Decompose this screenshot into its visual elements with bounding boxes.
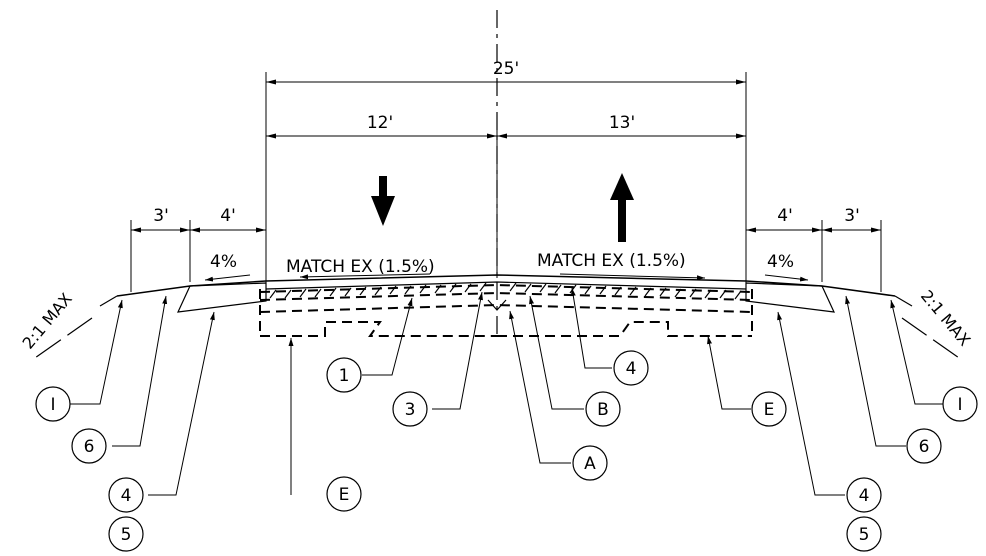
callout-1: 1 <box>326 357 362 393</box>
dim-right-lane-label: 13' <box>609 113 635 133</box>
left-slope-dash <box>31 317 93 361</box>
callout-A-text: A <box>584 454 596 474</box>
right-shoulder-slope-label: 4% <box>767 252 794 272</box>
pavement-structure <box>259 283 753 337</box>
callout-I-left: I <box>35 386 71 422</box>
dim-left-shoulder-label: 4' <box>220 206 236 226</box>
dim-left-lane-label: 12' <box>367 113 393 133</box>
callout-4-right: 4 <box>846 477 882 513</box>
pavement-hatch <box>269 282 742 300</box>
callout-B-text: B <box>597 400 609 420</box>
right-lane-slope-label: MATCH EX (1.5%) <box>537 251 686 271</box>
leader-lines <box>70 287 943 496</box>
callout-5-right: 5 <box>846 516 882 552</box>
left-lane-slope-label: MATCH EX (1.5%) <box>286 257 435 277</box>
callout-4-mid-text: 4 <box>626 359 637 379</box>
callout-5-right-text: 5 <box>859 525 870 545</box>
callout-E-right: E <box>751 391 787 427</box>
direction-down-arrow <box>371 176 395 226</box>
right-lane-slope-arrow <box>559 273 706 281</box>
callout-B: B <box>585 391 621 427</box>
callout-3-text: 3 <box>405 400 416 420</box>
callout-I-right-text: I <box>957 395 962 415</box>
dim-right-outer-label: 3' <box>844 206 860 226</box>
callout-6-right: 6 <box>906 428 942 464</box>
right-shoulder-slope-arrow <box>764 274 809 282</box>
callout-6-left: 6 <box>71 428 107 464</box>
right-side-slope-line <box>894 295 913 307</box>
dim-right-shoulder-label: 4' <box>777 206 793 226</box>
callout-4-left-text: 4 <box>121 486 132 506</box>
callout-4-right-text: 4 <box>859 486 870 506</box>
right-side-slope-label: 2:1 MAX <box>917 286 974 349</box>
callout-A: A <box>572 445 608 481</box>
left-lane-slope-arrow <box>299 273 431 280</box>
left-shoulder-slope-arrow <box>204 274 251 282</box>
callout-E-left-text: E <box>339 485 350 505</box>
callout-3: 3 <box>392 391 428 427</box>
left-side-slope-label: 2:1 MAX <box>19 289 76 352</box>
callout-1-text: 1 <box>339 366 350 386</box>
callout-6-right-text: 6 <box>919 437 930 457</box>
callout-I-left-text: I <box>50 395 55 415</box>
top-of-pavement-line <box>265 281 747 290</box>
right-slope-dash <box>901 317 963 361</box>
callout-E-left: E <box>326 476 362 512</box>
callout-4-left: 4 <box>108 477 144 513</box>
callout-I-right: I <box>942 386 978 422</box>
center-joint <box>487 299 507 311</box>
callout-5-left: 5 <box>108 516 144 552</box>
callout-4-mid: 4 <box>613 350 649 386</box>
left-shoulder-base <box>177 282 267 313</box>
left-shoulder-slope-label: 4% <box>210 252 237 272</box>
dim-total-label: 25' <box>493 59 519 79</box>
direction-up-arrow <box>610 173 634 242</box>
left-side-slope-line <box>99 295 118 307</box>
callout-E-right-text: E <box>764 400 775 420</box>
dim-left-outer-label: 3' <box>153 206 169 226</box>
callout-5-left-text: 5 <box>121 525 132 545</box>
callout-6-left-text: 6 <box>84 437 95 457</box>
right-shoulder-base <box>745 282 835 313</box>
